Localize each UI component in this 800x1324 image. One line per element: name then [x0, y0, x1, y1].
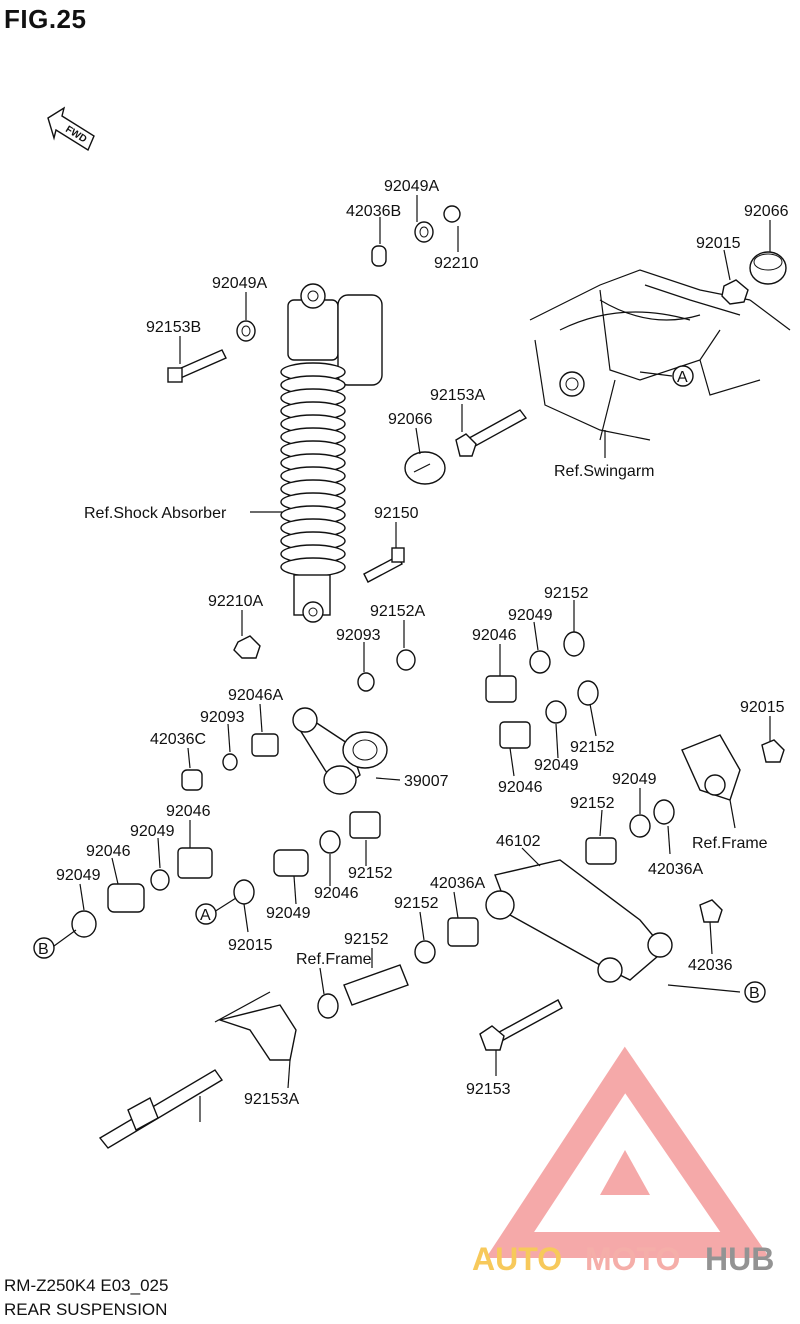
- part-label: 92153A: [430, 387, 485, 404]
- spring-coil: [280, 557, 346, 577]
- leader-lines: [53, 195, 771, 1122]
- part-label: 46102: [496, 833, 541, 850]
- part-label: 92049: [508, 607, 553, 624]
- part-label: 92152: [570, 795, 615, 812]
- part-label: 92015: [740, 699, 785, 716]
- part-label: 42036B: [346, 203, 401, 220]
- part-label: 42036A: [648, 861, 703, 878]
- model-code: RM-Z250K4 E03_025: [4, 1276, 169, 1295]
- part-label: 92015: [696, 235, 741, 252]
- part-label: 92049: [534, 757, 579, 774]
- part-label: 92153A: [244, 1091, 299, 1108]
- hardware-top: [167, 205, 787, 692]
- part-label: 92049: [266, 905, 311, 922]
- automotohub-logo: AUTO MOTO HUB: [472, 1046, 774, 1277]
- fwd-arrow-icon: FWD: [47, 106, 95, 152]
- part-label: 92152: [394, 895, 439, 912]
- part-label: 92153B: [146, 319, 201, 336]
- bearings-collars: [107, 675, 617, 1006]
- part-label: 92153: [466, 1081, 511, 1098]
- swingarm-ref: [529, 269, 791, 458]
- part-label: 92210A: [208, 593, 263, 610]
- part-label: 92150: [374, 505, 419, 522]
- part-label: 92046A: [228, 687, 283, 704]
- callout-b-2: B: [749, 985, 760, 1002]
- callout-a-2: A: [200, 907, 211, 924]
- part-label: 92046: [498, 779, 543, 796]
- logo-moto: MOTO: [585, 1241, 680, 1277]
- callout-a-1: A: [677, 369, 688, 386]
- part-label: 92152: [348, 865, 393, 882]
- part-label: 92093: [336, 627, 381, 644]
- part-label: 92152: [344, 931, 389, 948]
- part-label: 92066: [744, 203, 789, 220]
- figure-title: FIG.25: [4, 4, 87, 34]
- seals-washers: [71, 631, 675, 1019]
- part-label: 39007: [404, 773, 449, 790]
- part-label: 92152: [570, 739, 615, 756]
- part-label: Ref.Swingarm: [554, 463, 654, 480]
- part-label: 92093: [200, 709, 245, 726]
- callout-markers: A B A B: [33, 365, 766, 1003]
- linkage-rod-39007: [292, 707, 785, 983]
- part-label: 92049: [56, 867, 101, 884]
- part-label: 42036: [688, 957, 733, 974]
- part-label: 92046: [472, 627, 517, 644]
- part-label: 92066: [388, 411, 433, 428]
- part-labels: 92049A 42036B 92210 92066 92015 92049A 9…: [56, 178, 789, 1108]
- part-label: 92046: [86, 843, 131, 860]
- part-label: 42036A: [430, 875, 485, 892]
- part-label: 92152A: [370, 603, 425, 620]
- part-label: Ref.Frame: [692, 835, 768, 852]
- part-label: 92152: [544, 585, 589, 602]
- part-label: 42036C: [150, 731, 206, 748]
- part-label: 92210: [434, 255, 479, 272]
- logo-auto: AUTO: [472, 1241, 562, 1277]
- shock-absorber: [280, 283, 383, 623]
- bottom-bolts-and-frame: [98, 991, 563, 1149]
- part-label: 92046: [314, 885, 359, 902]
- callout-b-1: B: [38, 941, 49, 958]
- part-label: 92015: [228, 937, 273, 954]
- part-label: 92049A: [384, 178, 439, 195]
- part-label: 92049: [612, 771, 657, 788]
- logo-hub: HUB: [705, 1241, 774, 1277]
- part-label: 92046: [166, 803, 211, 820]
- part-label: Ref.Frame: [296, 951, 372, 968]
- part-label: 92049A: [212, 275, 267, 292]
- part-label: 92049: [130, 823, 175, 840]
- part-label: Ref.Shock Absorber: [84, 505, 227, 522]
- section-title: REAR SUSPENSION: [4, 1300, 168, 1319]
